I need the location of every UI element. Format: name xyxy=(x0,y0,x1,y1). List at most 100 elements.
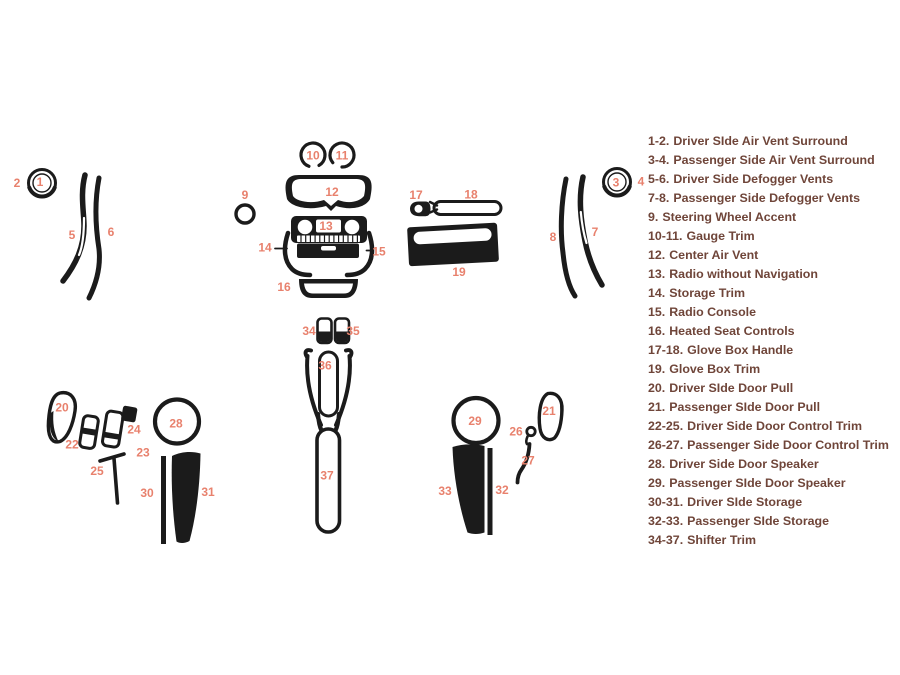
legend-item-number: 19. xyxy=(648,362,666,376)
part-label-30: 30 xyxy=(140,486,154,500)
console-bracket-left-14 xyxy=(282,230,313,278)
legend-item-number: 26-27. xyxy=(648,438,684,452)
storage-sail-33 xyxy=(452,444,485,534)
legend-item-10-11: 10-11.Gauge Trim xyxy=(648,227,893,246)
legend-item-number: 3-4. xyxy=(648,153,670,167)
part-label-1: 1 xyxy=(37,175,44,189)
legend-item-number: 21. xyxy=(648,400,666,414)
part-label-27: 27 xyxy=(521,454,535,468)
legend-item-34-37: 34-37.Shifter Trim xyxy=(648,531,893,550)
legend-item-number: 1-2. xyxy=(648,134,670,148)
part-label-23: 23 xyxy=(136,446,150,460)
part-label-22: 22 xyxy=(65,438,79,452)
legend-item-26-27: 26-27.Passenger Side Door Control Trim xyxy=(648,436,893,455)
part-number-labels: 2 1 5 6 9 10 11 12 13 14 15 16 17 18 19 … xyxy=(14,149,645,501)
part-glove-box-handle xyxy=(410,200,503,217)
legend-item-number: 16. xyxy=(648,324,666,338)
part-label-21: 21 xyxy=(542,404,556,418)
storage-bar-30 xyxy=(161,456,166,544)
legend-item-label: Gauge Trim xyxy=(686,229,755,243)
control-piece-22 xyxy=(78,414,100,450)
legend-item-label: Storage Trim xyxy=(669,286,745,300)
legend-item-9: 9.Steering Wheel Accent xyxy=(648,208,893,227)
legend-item-32-33: 32-33.Passenger SIde Storage xyxy=(648,512,893,531)
legend-item-label: Passenger SIde Door Pull xyxy=(669,400,821,414)
legend-item-14: 14.Storage Trim xyxy=(648,284,893,303)
legend-item-29: 29.Passenger SIde Door Speaker xyxy=(648,474,893,493)
shifter-switch-35-fill xyxy=(336,331,348,342)
defogger-strip-6 xyxy=(86,175,102,301)
legend-item-number: 9. xyxy=(648,210,659,224)
legend-item-17-18: 17-18.Glove Box Handle xyxy=(648,341,893,360)
vent-ring-inner xyxy=(32,173,52,193)
part-gauge-trim xyxy=(299,141,356,169)
legend-item-label: Driver SIde Door Pull xyxy=(669,381,794,395)
control-piece-26-tail xyxy=(525,435,529,446)
part-label-12: 12 xyxy=(325,185,339,199)
legend-item-label: Passenger SIde Storage xyxy=(687,514,830,528)
legend-item-number: 32-33. xyxy=(648,514,684,528)
part-label-24: 24 xyxy=(127,423,141,437)
control-piece-25 xyxy=(98,452,126,505)
defogger-strip-5-gap xyxy=(77,216,86,257)
legend-item-22-25: 22-25.Driver Side Door Control Trim xyxy=(648,417,893,436)
storage-sail-31 xyxy=(171,452,201,543)
console-bracket-right-15 xyxy=(344,230,375,278)
handle-piece-18-fork xyxy=(428,200,439,214)
shifter-capsule-36 xyxy=(318,350,339,418)
legend-item-number: 28. xyxy=(648,457,666,471)
control-piece-24 xyxy=(121,405,138,423)
part-driver-door-pull xyxy=(46,390,78,444)
part-radio-without-navigation xyxy=(291,216,367,243)
legend-item-15: 15.Radio Console xyxy=(648,303,893,322)
door-pull-fill xyxy=(554,405,562,438)
legend-item-number: 15. xyxy=(648,305,666,319)
part-label-32: 32 xyxy=(495,483,509,497)
part-label-17: 17 xyxy=(409,188,423,202)
part-label-13: 13 xyxy=(319,219,333,233)
parts-legend: 1-2.Driver SIde Air Vent Surround 3-4.Pa… xyxy=(648,132,893,550)
legend-item-30-31: 30-31.Driver SIde Storage xyxy=(648,493,893,512)
legend-item-number: 22-25. xyxy=(648,419,684,433)
part-label-16: 16 xyxy=(277,280,291,294)
part-label-2: 2 xyxy=(14,176,21,190)
legend-item-number: 29. xyxy=(648,476,666,490)
gauge-ring-11 xyxy=(328,141,356,169)
part-label-7: 7 xyxy=(592,225,599,239)
defogger-strip-7-gap xyxy=(579,210,588,245)
part-label-33: 33 xyxy=(438,484,452,498)
control-piece-23-frame xyxy=(101,409,125,449)
part-heated-seat-controls xyxy=(299,279,358,298)
legend-item-7-8: 7-8.Passenger Side Defogger Vents xyxy=(648,189,893,208)
control-piece-22-bar xyxy=(82,427,96,436)
radio-knob-right xyxy=(344,219,360,235)
part-label-4: 4 xyxy=(638,175,645,189)
control-piece-23-bar xyxy=(104,431,120,440)
legend-item-number: 5-6. xyxy=(648,172,670,186)
legend-item-label: Passenger Side Air Vent Surround xyxy=(673,153,875,167)
part-label-25: 25 xyxy=(90,464,104,478)
legend-item-number: 34-37. xyxy=(648,533,684,547)
storage-bar-32 xyxy=(487,448,493,535)
part-label-3: 3 xyxy=(613,176,620,190)
legend-item-label: Driver SIde Storage xyxy=(687,495,803,509)
gauge-ring-10 xyxy=(299,141,327,168)
legend-item-label: Glove Box Trim xyxy=(669,362,761,376)
part-passenger-storage xyxy=(452,444,493,535)
legend-item-20: 20.Driver SIde Door Pull xyxy=(648,379,893,398)
storage-panel xyxy=(297,243,359,258)
legend-item-5-6: 5-6.Driver Side Defogger Vents xyxy=(648,170,893,189)
part-driver-defogger-vents xyxy=(60,172,102,301)
radio-display xyxy=(316,219,341,233)
legend-item-label: Radio Console xyxy=(669,305,756,319)
legend-item-3-4: 3-4.Passenger Side Air Vent Surround xyxy=(648,151,893,170)
legend-item-label: Driver Side Defogger Vents xyxy=(673,172,834,186)
legend-item-number: 14. xyxy=(648,286,666,300)
part-passenger-door-pull xyxy=(537,391,564,442)
part-label-28: 28 xyxy=(169,417,183,431)
part-label-36: 36 xyxy=(318,359,332,373)
legend-item-label: Passenger SIde Door Speaker xyxy=(669,476,846,490)
legend-item-label: Passenger Side Door Control Trim xyxy=(687,438,889,452)
legend-item-label: Radio without Navigation xyxy=(669,267,818,281)
